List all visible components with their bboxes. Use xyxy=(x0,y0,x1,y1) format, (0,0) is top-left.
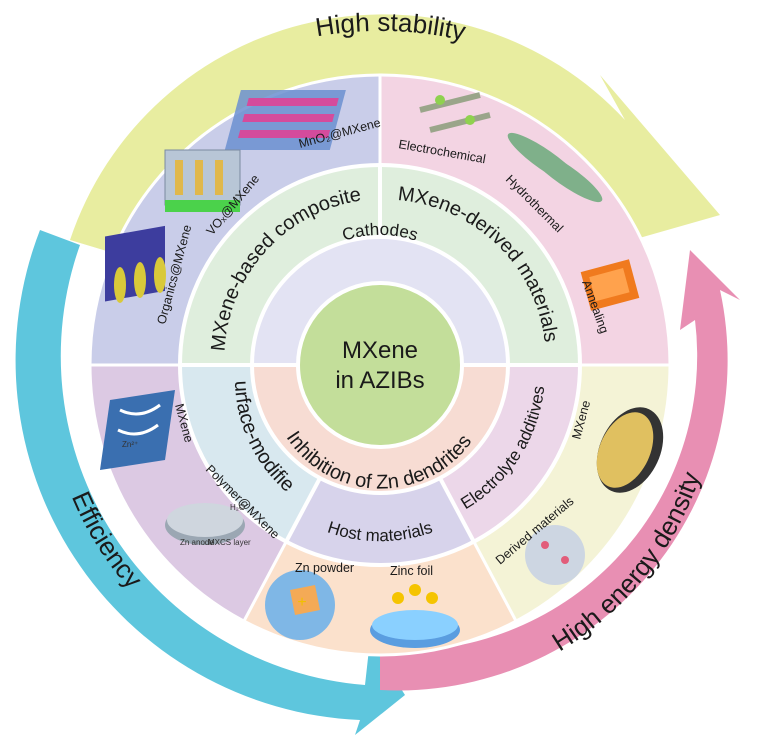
zinc-foil-label: Zinc foil xyxy=(390,564,433,578)
hydrothermal-illustration xyxy=(507,132,603,203)
zn2plus-label: Zn²⁺ xyxy=(122,440,138,449)
electrochemical-illustration xyxy=(419,92,491,133)
right-arrow-band xyxy=(380,250,740,691)
mno2-mxene-illustration xyxy=(224,90,346,150)
middle-ring xyxy=(178,163,582,567)
top-arrow-band xyxy=(70,14,720,255)
mxene-surface-illustration xyxy=(100,390,175,470)
zn-anode-label: Zn anode xyxy=(180,538,214,547)
inner-ring xyxy=(250,235,510,495)
derived-materials-illustration xyxy=(525,525,585,585)
mxcs-layer-label: MXCS layer xyxy=(208,538,251,547)
vox-mxene-illustration xyxy=(164,149,241,212)
zinc-foil-illustration xyxy=(370,584,460,648)
center-line1: MXene xyxy=(342,337,418,364)
outer-arrows xyxy=(15,14,740,735)
polymer-mxene-illustration xyxy=(165,503,245,545)
inner-zn-dendrites xyxy=(252,365,508,493)
left-arrow-band xyxy=(15,230,406,735)
svg-text:+: + xyxy=(297,594,306,611)
inner-cathode xyxy=(252,237,508,365)
center-line2: in AZIBs xyxy=(335,367,424,394)
h2o-label: H₂O xyxy=(230,503,245,512)
organics-mxene-illustration xyxy=(105,225,166,303)
annealing-illustration xyxy=(580,259,640,311)
zn-powder-label: Zn powder xyxy=(295,561,354,575)
zn-powder-illustration: + xyxy=(265,570,335,640)
mxene-electrolyte-illustration xyxy=(596,407,664,493)
middle-cathode xyxy=(180,165,580,365)
middle-host xyxy=(286,478,474,566)
middle-electrolyte xyxy=(440,365,581,542)
center-circle xyxy=(296,281,464,449)
middle-surface xyxy=(179,365,320,542)
